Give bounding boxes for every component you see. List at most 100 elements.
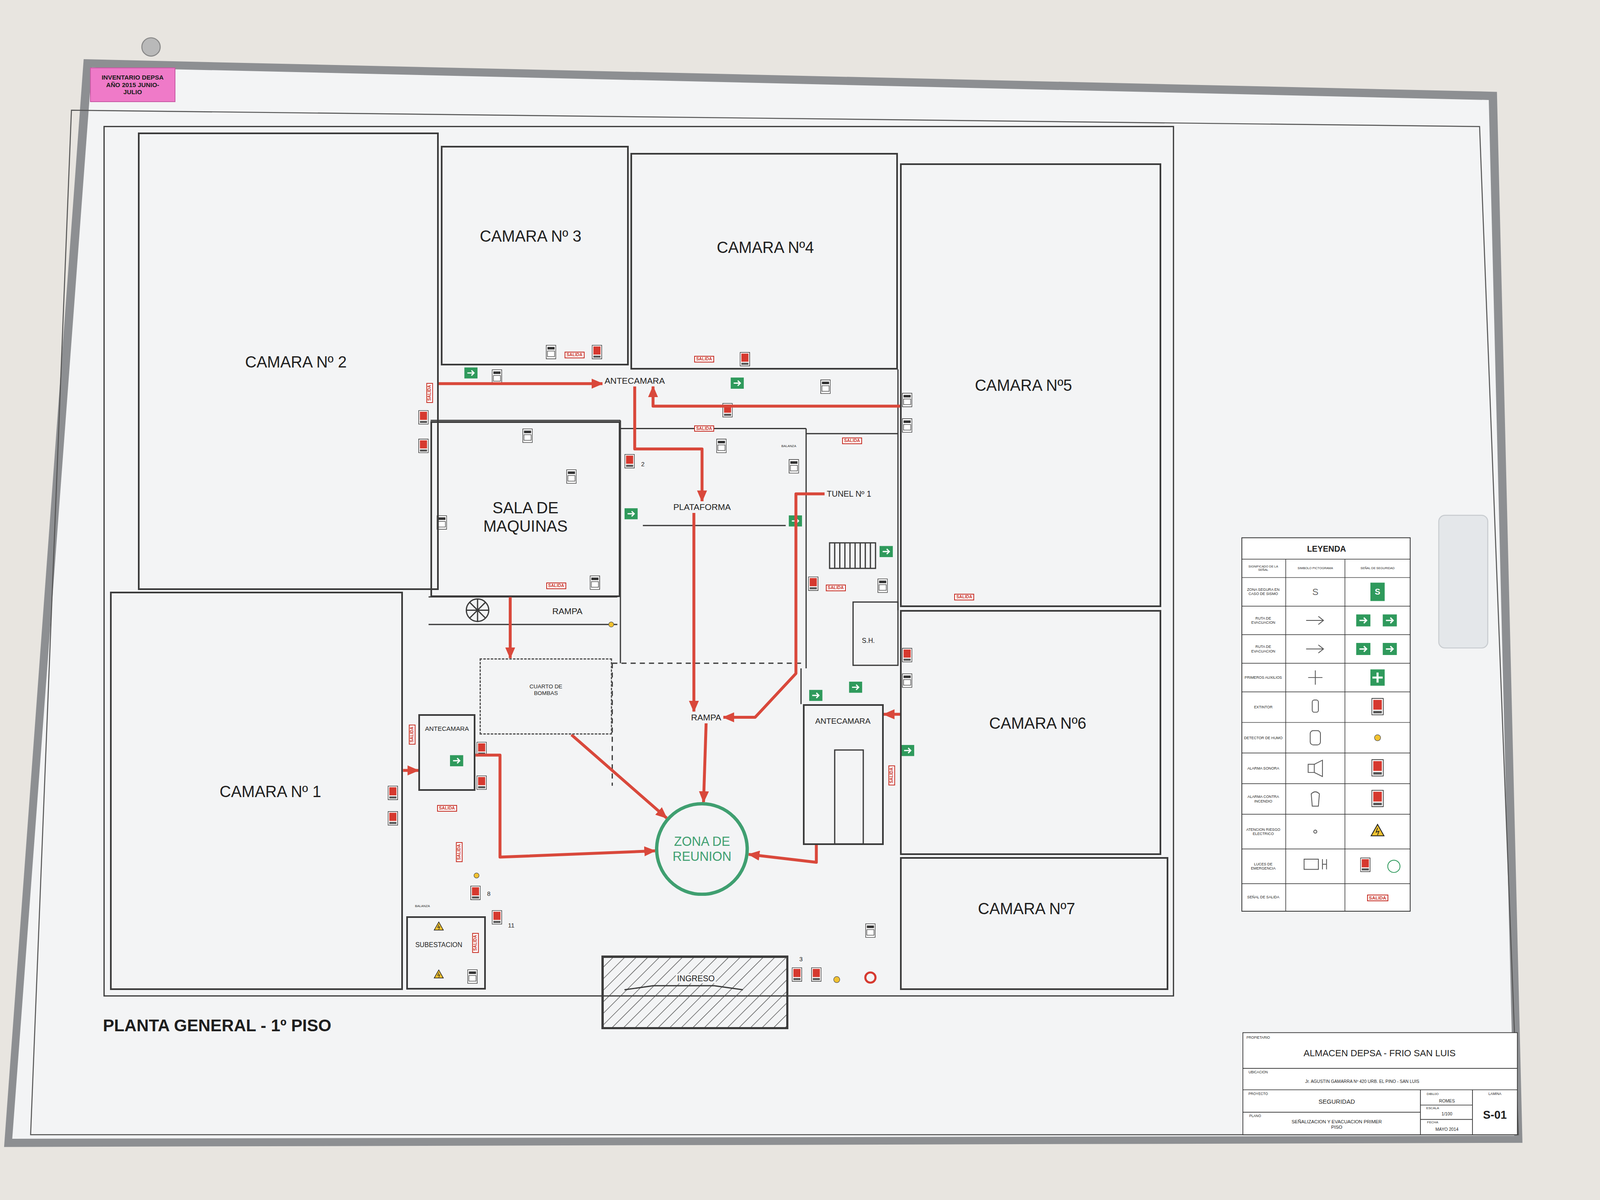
safety-signs xyxy=(387,345,915,984)
plan-walls xyxy=(612,662,801,664)
table-cell: Jr. AGUSTIN GAMARRA Nº 420 URB. EL PINO … xyxy=(1304,1079,1421,1085)
legend-text: PRIMEROS AUXILIOS xyxy=(1243,675,1283,680)
room-name: CAMARA Nº4 xyxy=(715,238,815,258)
legend-table xyxy=(1370,669,1385,686)
safety-signs xyxy=(522,428,533,443)
legend-table xyxy=(1241,848,1410,850)
legend-table xyxy=(1312,700,1319,713)
legend-text: ALARMA CONTRA INCENDIO xyxy=(1242,794,1284,803)
room-name: CAMARA Nº 2 xyxy=(243,353,348,372)
plan-walls xyxy=(602,956,788,1029)
exit-sign: SALIDA xyxy=(546,582,567,590)
table-cell: 1/100 xyxy=(1440,1111,1454,1117)
room-name: ZONA DE REUNION xyxy=(661,834,743,864)
safety-signs xyxy=(808,576,818,591)
safety-signs xyxy=(566,469,577,484)
exit-sign: SALIDA xyxy=(437,805,458,812)
room-name: ANTECAMARA xyxy=(814,716,873,726)
callout-number: 2 xyxy=(640,460,646,468)
legend-symbol: S xyxy=(1312,586,1319,598)
room-name: CAMARA Nº7 xyxy=(976,900,1077,919)
table-cell: PLANO xyxy=(1248,1114,1262,1119)
evacuation-arrow xyxy=(692,512,696,712)
legend-table xyxy=(1371,759,1384,776)
exit-sign: SALIDA xyxy=(1367,894,1389,902)
safety-signs xyxy=(792,967,802,982)
legend-table xyxy=(1311,791,1320,806)
anteroom: ANTECAMARA xyxy=(418,714,476,791)
plan-walls xyxy=(624,985,743,990)
exit-sign: SALIDA xyxy=(842,437,863,445)
safety-signs xyxy=(716,439,727,453)
table-cell: MAYO 2014 xyxy=(1434,1127,1460,1133)
legend-table xyxy=(1370,582,1385,601)
legend-table xyxy=(1285,559,1286,912)
room-name: CUARTO DE BOMBAS xyxy=(524,683,568,697)
legend-table xyxy=(1241,537,1410,912)
heading-text: LEYENDA xyxy=(1306,544,1348,554)
wall-and-frame xyxy=(141,37,160,57)
legend-table xyxy=(1241,634,1410,635)
legend-table xyxy=(1372,672,1383,683)
plan-walls xyxy=(834,750,864,844)
ramp-label: RAMPA xyxy=(550,605,585,618)
ramp-label: RAMPA xyxy=(688,711,723,724)
room-name: CAMARA Nº5 xyxy=(973,376,1074,395)
evacuation-arrow xyxy=(438,382,603,385)
legend-table xyxy=(1241,722,1410,723)
plan-walls xyxy=(800,668,802,705)
title-block xyxy=(1242,1067,1518,1069)
exit-sign: SALIDA xyxy=(564,351,585,359)
title-block xyxy=(1472,1090,1473,1135)
safety-signs xyxy=(849,681,863,693)
safety-signs xyxy=(730,377,744,389)
safety-signs xyxy=(434,922,444,931)
platform-label: PLATAFORMA xyxy=(671,501,733,513)
table-cell: SIGNIFICADO DE LA SEÑAL xyxy=(1242,565,1284,573)
legend-table xyxy=(1313,830,1317,833)
legend-text: ATENCION RIESGO ELECTRICO xyxy=(1242,827,1284,836)
callout-number: 8 xyxy=(486,890,492,898)
safety-signs xyxy=(418,439,429,453)
title-block xyxy=(1242,1089,1518,1091)
safety-signs xyxy=(450,755,464,767)
assembly-point: ZONA DE REUNION xyxy=(655,802,749,896)
legend-table xyxy=(1241,577,1410,578)
wall-and-frame xyxy=(4,59,1523,1148)
safety-signs xyxy=(476,775,487,790)
evacuation-arrow xyxy=(723,493,825,718)
plan-title: PLANTA GENERAL - 1º PISO xyxy=(102,1015,333,1035)
table-cell: SIMBOLO PICTOGRAMA xyxy=(1296,566,1334,570)
safety-signs xyxy=(865,923,875,938)
title-block xyxy=(1420,1104,1473,1106)
legend-table xyxy=(1241,691,1410,693)
safety-signs xyxy=(900,745,915,757)
cold-room: CAMARA Nº5 xyxy=(900,163,1162,608)
plan-walls xyxy=(428,623,618,625)
cold-room: CAMARA Nº 2 xyxy=(137,132,439,590)
legend-table xyxy=(1241,752,1410,754)
plan-walls xyxy=(104,126,1174,997)
exit-sign: SALIDA xyxy=(408,724,416,745)
evacuation-arrow xyxy=(508,597,512,659)
safety-signs xyxy=(811,967,822,982)
wall-and-frame xyxy=(30,110,1519,1135)
legend-table xyxy=(1382,642,1397,655)
safety-signs xyxy=(492,369,502,384)
safety-signs xyxy=(418,410,429,425)
plan-walls xyxy=(466,599,489,622)
legend-table xyxy=(1356,614,1371,627)
entrance: INGRESO xyxy=(602,956,788,1029)
evacuation-arrow xyxy=(634,386,703,502)
legend-table xyxy=(1310,730,1320,745)
legend-table xyxy=(1306,616,1324,625)
callout-number: BALANZA xyxy=(780,444,798,448)
substation: SUBESTACION xyxy=(406,916,486,990)
safety-signs xyxy=(865,972,876,983)
safety-signs xyxy=(879,545,893,558)
safety-signs xyxy=(464,367,478,379)
safety-signs xyxy=(434,970,444,979)
room-name: SUBESTACION xyxy=(414,941,464,949)
